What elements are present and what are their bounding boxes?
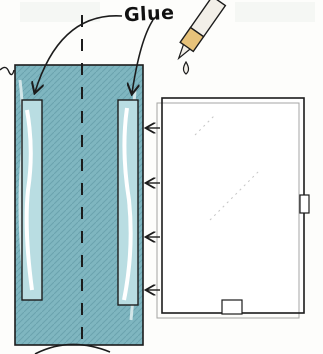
right-glue-strip: [117, 99, 139, 306]
glue-drop-icon: [182, 60, 190, 75]
background-smudges: [20, 2, 315, 22]
edge-squiggle: [0, 66, 15, 76]
white-panel: [156, 97, 310, 319]
glue-bottle-icon: [177, 0, 227, 61]
clip-icon: [299, 194, 310, 214]
arrow-group: [147, 128, 160, 290]
bottom-ribbon: [34, 343, 111, 354]
clip-icon: [221, 299, 243, 315]
glue-pointer-arrow-left: [35, 15, 123, 92]
glue-pointer-arrow-right: [132, 19, 154, 93]
glue-label: Glue: [123, 1, 176, 27]
left-glue-strip: [21, 99, 43, 301]
